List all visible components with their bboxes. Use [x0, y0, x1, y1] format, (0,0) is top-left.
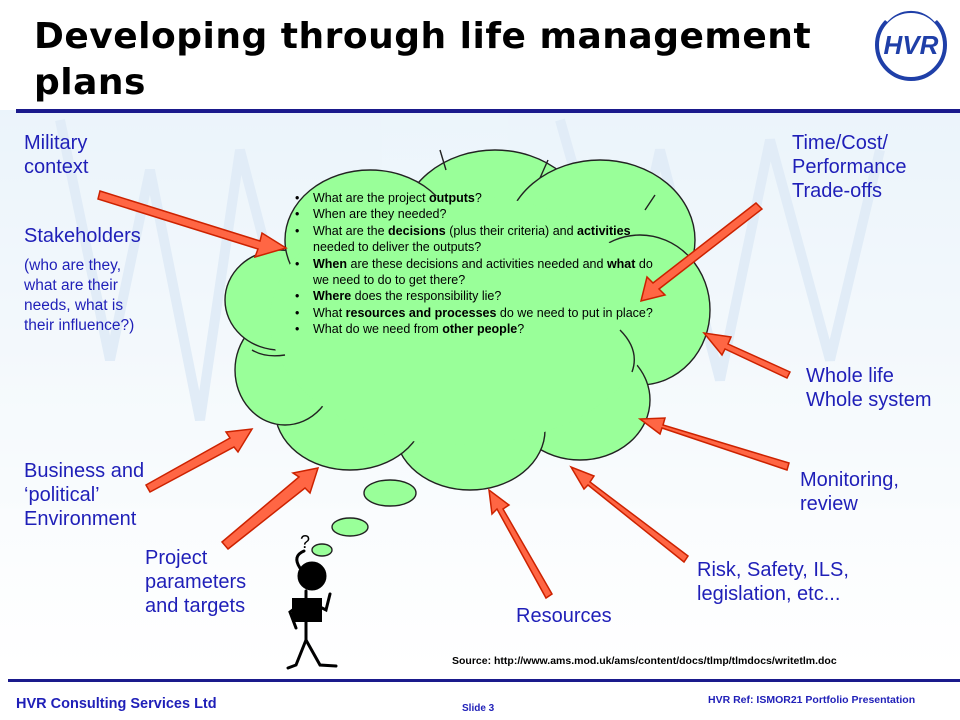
label-line: Trade-offs: [792, 180, 883, 202]
arrow-project: [220, 467, 320, 551]
label-line: needs, what is: [24, 297, 124, 315]
label-line: Business and: [24, 460, 145, 482]
logo-text: HVR: [884, 30, 939, 60]
label-line: context: [24, 156, 89, 178]
label-line: parameters: [145, 571, 247, 593]
cloud-question-list: What are the project outputs? When are t…: [293, 190, 655, 338]
label-line: Military: [24, 132, 88, 154]
label-resources: Resources: [516, 605, 612, 627]
thinker-question-mark: ?: [300, 532, 310, 552]
label-whole-life: Whole life Whole system: [806, 364, 932, 412]
label-line: Project: [145, 547, 208, 569]
arrow-risk: [569, 465, 690, 564]
question-item: When are these decisions and activities …: [293, 256, 655, 289]
label-line: their influence?): [24, 317, 135, 335]
arrow-monitoring: [637, 417, 790, 471]
footer-company: HVR Consulting Services Ltd: [16, 696, 217, 712]
arrow-resources: [488, 488, 554, 600]
question-item: What are the project outputs?: [293, 190, 655, 207]
label-line: Risk, Safety, ILS,: [697, 559, 849, 581]
question-item: When are they needed?: [293, 206, 655, 223]
label-line: what are their: [24, 277, 118, 295]
label-line: Whole life: [806, 365, 894, 387]
question-item: Where does the responsibility lie?: [293, 288, 655, 305]
label-line: legislation, etc...: [697, 583, 841, 605]
label-risk-safety: Risk, Safety, ILS, legislation, etc...: [697, 558, 849, 606]
question-item: What resources and processes do we need …: [293, 305, 655, 322]
thought-bubbles: [311, 479, 417, 557]
label-stakeholders-sub: (who are they, what are their needs, wha…: [24, 256, 134, 337]
label-line: Performance: [792, 156, 907, 178]
question-item: What are the decisions (plus their crite…: [293, 223, 655, 256]
label-stakeholders: Stakeholders: [24, 225, 141, 247]
label-monitoring-review: Monitoring, review: [800, 468, 899, 516]
hvr-logo: HVR: [875, 4, 947, 81]
arrow-whole: [702, 331, 792, 379]
page-title: Developing through life management plans: [34, 16, 812, 103]
thinker-figure: ?: [286, 532, 338, 670]
footer-rule: [8, 679, 960, 682]
label-line: Environment: [24, 508, 137, 530]
label-line: and targets: [145, 595, 246, 617]
label-line: ‘political’: [24, 484, 100, 506]
arrow-military: [97, 190, 288, 259]
label-line: Time/Cost/: [792, 132, 888, 154]
arrow-business: [144, 428, 254, 494]
footer-slide-number: Slide 3: [462, 703, 495, 714]
label-project-parameters: Project parameters and targets: [145, 546, 246, 618]
label-line: Monitoring,: [800, 469, 899, 491]
label-line: Whole system: [806, 389, 932, 411]
label-time-cost: Time/Cost/ Performance Trade-offs: [792, 131, 907, 203]
label-line: (who are they,: [24, 257, 122, 274]
footer-reference: HVR Ref: ISMOR21 Portfolio Presentation: [708, 694, 916, 706]
question-item: What do we need from other people?: [293, 321, 655, 338]
label-military-context: Military context: [24, 131, 88, 179]
source-citation: Source: http://www.ams.mod.uk/ams/conten…: [452, 655, 837, 667]
label-business-environment: Business and ‘political’ Environment: [24, 459, 144, 531]
title-rule: [16, 109, 960, 113]
label-line: review: [800, 493, 858, 515]
arrows: [97, 190, 792, 600]
